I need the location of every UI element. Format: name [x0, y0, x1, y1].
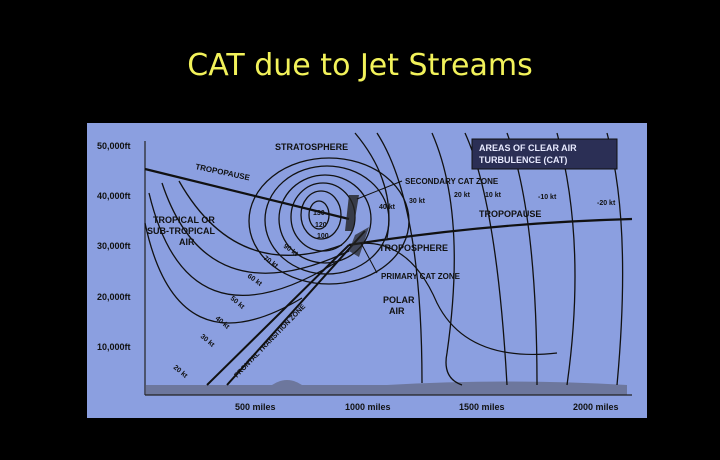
diagram-svg: 50,000ft 40,000ft 30,000ft 20,000ft 10,0… — [87, 123, 647, 418]
x-label-2000: 2000 miles — [573, 402, 619, 412]
secondary-cat-leader — [356, 180, 403, 200]
tropical-air-label-3: AIR — [179, 237, 195, 247]
primary-cat-label: PRIMARY CAT ZONE — [381, 272, 461, 281]
isotach-120: 120 — [315, 222, 327, 229]
y-label-40000: 40,000ft — [97, 191, 131, 201]
frontal-zone-lower — [226, 230, 366, 386]
x-label-1500: 1500 miles — [459, 402, 505, 412]
y-label-20000: 20,000ft — [97, 292, 131, 302]
primary-cat-leader — [360, 242, 378, 274]
polar-air-label-1: POLAR — [383, 295, 415, 305]
legend-line-2: TURBULENCE (CAT) — [479, 155, 567, 165]
y-label-10000: 10,000ft — [97, 342, 131, 352]
isotach-130: 130 — [313, 210, 325, 217]
tropopause-left-line — [144, 167, 350, 221]
isotach-20-right: 20 kt — [454, 192, 471, 199]
tropical-air-label-1: TROPICAL OR — [153, 215, 215, 225]
slide-title: CAT due to Jet Streams — [187, 48, 533, 83]
polar-boundary — [348, 242, 558, 356]
legend-box — [471, 138, 618, 170]
cat-jet-stream-diagram: 50,000ft 40,000ft 30,000ft 20,000ft 10,0… — [87, 123, 647, 418]
isotach-100: 100 — [317, 233, 329, 240]
x-label-500: 500 miles — [235, 402, 276, 412]
secondary-cat-zone-shape — [345, 195, 359, 231]
primary-cat-zone-shape — [349, 227, 369, 257]
legend-line-1: AREAS OF CLEAR AIR — [479, 143, 577, 153]
stratosphere-label: STRATOSPHERE — [275, 142, 348, 152]
diagram-panel — [87, 123, 647, 418]
y-label-50000: 50,000ft — [97, 141, 131, 151]
isotach-10-right: 10 kt — [485, 192, 502, 199]
tropical-isotachs — [144, 180, 350, 324]
isotach-40-right: 40 kt — [379, 204, 396, 211]
y-label-30000: 30,000ft — [97, 241, 131, 251]
polar-air-label-2: AIR — [389, 306, 405, 316]
tropical-air-label-2: SUB-TROPICAL — [147, 226, 215, 236]
secondary-cat-label: SECONDARY CAT ZONE — [405, 177, 499, 186]
tropopause-right-label: TROPOPAUSE — [479, 209, 541, 219]
isotach-minus-10: -10 kt — [538, 194, 557, 201]
troposphere-label: TROPOSPHERE — [379, 243, 448, 253]
x-label-1000: 1000 miles — [345, 402, 391, 412]
isotach-minus-20: -20 kt — [597, 200, 616, 207]
isotach-30-right: 30 kt — [409, 198, 426, 205]
